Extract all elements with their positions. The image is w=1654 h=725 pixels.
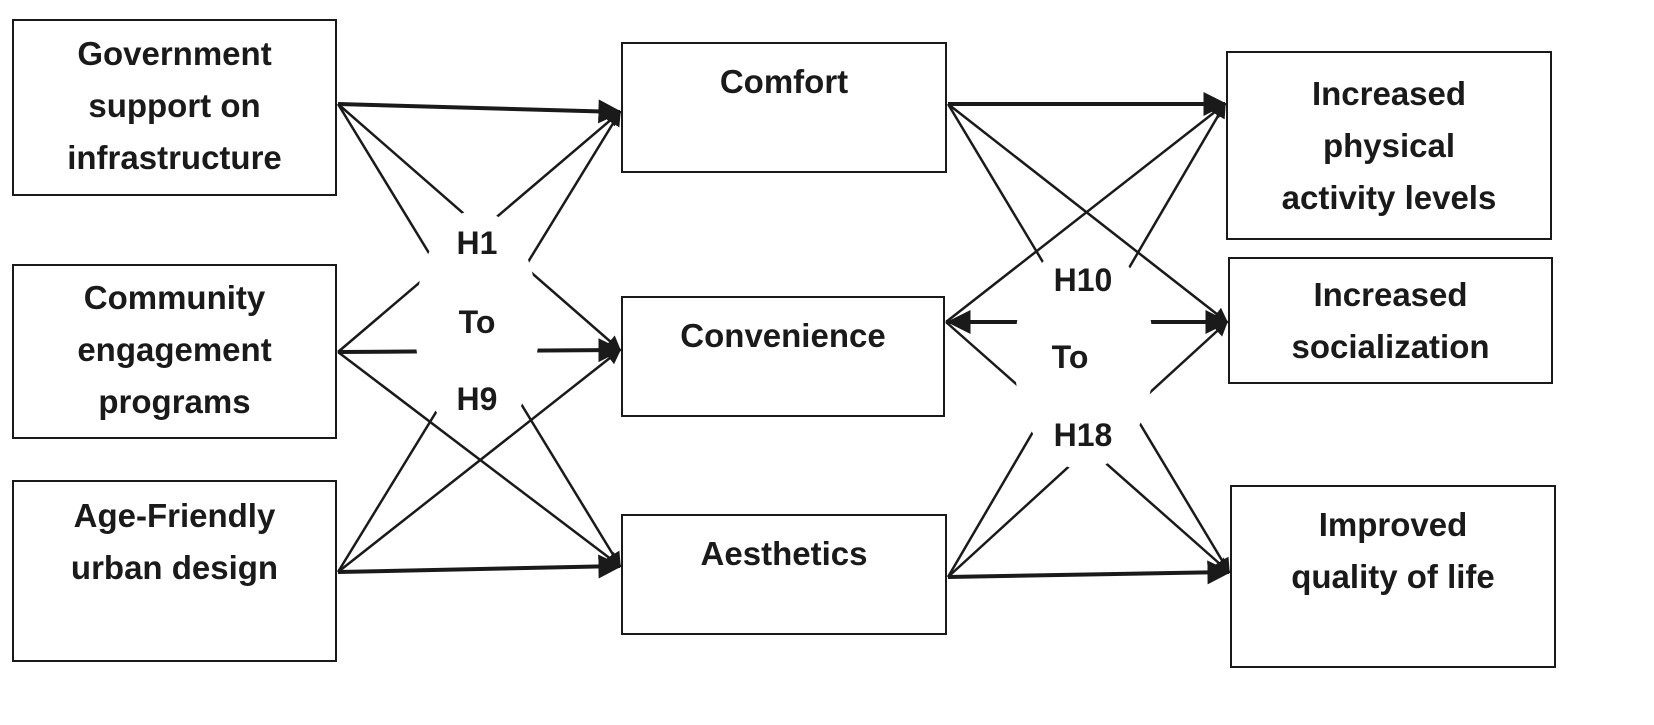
box-comfort: Comfort xyxy=(621,42,947,173)
arrow-cep-to-aesthetics xyxy=(337,351,622,567)
hypothesis-to-2-label: To xyxy=(1051,339,1089,375)
arrow-gov-to-comfort xyxy=(337,99,623,124)
pal-line-2: physical xyxy=(1322,126,1456,164)
qol-line-2: quality of life xyxy=(1291,558,1495,595)
gov-line-1: Government xyxy=(77,34,272,72)
gov-line-2: support on xyxy=(88,86,261,124)
cep-line-2: engagement xyxy=(77,330,272,368)
hypothesis-h1-label: H1 xyxy=(456,225,498,261)
hypothesis-group-1-mask xyxy=(415,210,539,440)
afud-line-2: urban design xyxy=(70,549,279,586)
cep-line-3: programs xyxy=(98,382,251,420)
arrow-convenience-to-pal xyxy=(945,103,1227,323)
hypothesis-h18-label: H18 xyxy=(1053,417,1113,453)
pal-line-3: activity levels xyxy=(1281,178,1497,216)
hypothesis-h9-label: H9 xyxy=(456,381,498,417)
box-quality-of-life: Improved quality of life xyxy=(1230,485,1556,668)
box-community-engagement: Community engagement programs xyxy=(12,264,337,439)
aesthetics-label: Aesthetics xyxy=(700,535,868,572)
comfort-label: Comfort xyxy=(719,63,849,100)
soc-line-1: Increased xyxy=(1313,275,1468,313)
hypothesis-to-1-label: To xyxy=(458,304,496,340)
arrow-afud-to-convenience xyxy=(337,349,622,573)
cep-line-1: Community xyxy=(83,278,266,316)
afud-line-1: Age-Friendly xyxy=(73,497,276,534)
box-age-friendly-design: Age-Friendly urban design xyxy=(12,480,337,662)
arrow-afud-to-aesthetics xyxy=(337,554,623,579)
gov-line-3: infrastructure xyxy=(67,138,282,176)
box-government-support: Government support on infrastructure xyxy=(12,19,337,196)
hypothesis-group-2-mask xyxy=(1014,240,1154,470)
convenience-label: Convenience xyxy=(680,317,886,354)
arrow-aesthetics-to-qol xyxy=(947,560,1232,585)
hypothesis-h10-label: H10 xyxy=(1053,262,1113,298)
soc-line-2: socialization xyxy=(1291,327,1490,365)
box-socialization: Increased socialization xyxy=(1228,257,1553,384)
box-aesthetics: Aesthetics xyxy=(621,514,947,635)
box-convenience: Convenience xyxy=(621,296,945,417)
pal-line-1: Increased xyxy=(1311,74,1467,112)
qol-line-1: Improved xyxy=(1318,506,1468,543)
box-physical-activity: Increased physical activity levels xyxy=(1226,51,1552,240)
